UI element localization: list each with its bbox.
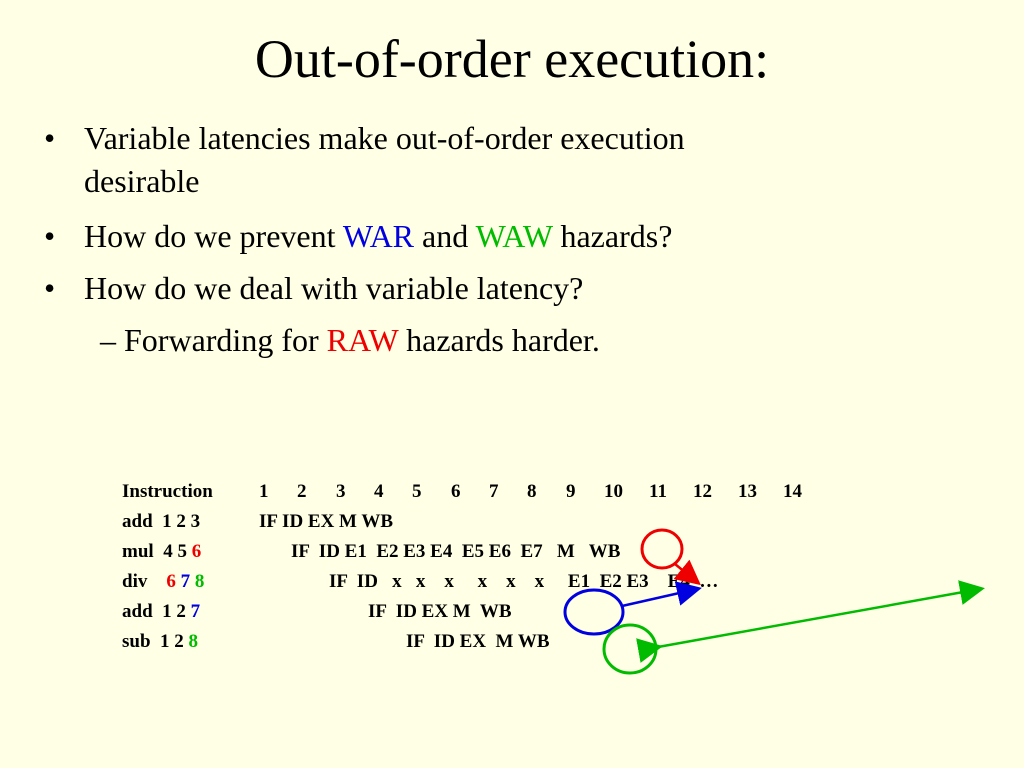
cycle-header: 10: [604, 481, 623, 502]
cycle-header: 1: [259, 481, 269, 502]
src-register: 7: [180, 571, 191, 592]
raw-keyword: RAW: [326, 322, 399, 358]
dest-register: 6: [166, 571, 176, 592]
instruction-op: div: [122, 571, 148, 592]
instruction-label: add 1 2 7: [122, 597, 200, 627]
waw-keyword: WAW: [475, 218, 553, 254]
dest-register: 8: [188, 631, 199, 652]
slide-title: Out-of-order execution:: [254, 29, 770, 89]
sub-bullet-item: – Forwarding for RAW hazards harder.: [100, 320, 600, 360]
war-hazard-circle: [563, 588, 625, 636]
bullet-2-text-post: hazards?: [552, 218, 673, 254]
cycle-header: 9: [566, 481, 576, 502]
instruction-op: mul: [122, 541, 154, 562]
instruction-label: div 6 7 8: [122, 567, 204, 597]
instruction-label: sub 1 2 8: [122, 627, 198, 657]
sub-bullet-text-post: hazards harder.: [398, 322, 600, 358]
cycle-header: 14: [783, 481, 802, 502]
raw-hazard-circle: [640, 528, 684, 570]
war-hazard-arrow: [621, 581, 702, 608]
pipeline-stages: IF ID EX M WB: [259, 511, 394, 532]
bullet-item-2: • How do we prevent WAR and WAW hazards?: [44, 216, 673, 256]
pipeline-stages: IF ID EX M WB: [406, 631, 550, 652]
instruction-regs: 4 5: [163, 541, 192, 562]
waw-hazard-circle: [602, 623, 658, 675]
pipeline-stages: IF ID E1 E2 E3 E4 E5 E6 E7 M WB: [291, 541, 621, 562]
cycle-header: 3: [336, 481, 346, 502]
header-instruction-label: Instruction: [122, 481, 213, 502]
bullet-item-1: • Variable latencies make out-of-order e…: [44, 118, 685, 158]
cycle-header: 4: [374, 481, 384, 502]
cycle-header: 7: [489, 481, 499, 502]
bullet-1-line-1: Variable latencies make out-of-order exe…: [84, 120, 685, 156]
instruction-label: add 1 2 3: [122, 507, 200, 537]
waw-hazard-arrow: [636, 580, 985, 663]
pipeline-stages: IF ID EX M WB: [368, 601, 512, 622]
instruction-op: sub: [122, 631, 151, 652]
sub-bullet-text-pre: Forwarding for: [124, 322, 327, 358]
cycle-header: 13: [738, 481, 757, 502]
instruction-regs: 1 2: [160, 631, 189, 652]
dest-register: 6: [191, 541, 202, 562]
cycle-header: 8: [527, 481, 537, 502]
dest-register: 7: [190, 601, 201, 622]
bullet-item-3: • How do we deal with variable latency?: [44, 268, 584, 308]
instruction-label: mul 4 5 6: [122, 537, 201, 567]
bullet-dot: •: [44, 270, 56, 306]
instruction-regs: 1 2 3: [162, 511, 201, 532]
cycle-header: 5: [412, 481, 422, 502]
bullet-2-text-pre: How do we prevent: [84, 218, 343, 254]
instruction-op: add: [122, 601, 153, 622]
instruction-regs: 1 2: [162, 601, 191, 622]
cycle-header: 11: [649, 481, 667, 502]
bullet-1-line-2: desirable: [84, 163, 200, 199]
bullet-dot: •: [44, 218, 56, 254]
cycle-header: 12: [693, 481, 712, 502]
cycle-header: 2: [297, 481, 307, 502]
bullet-item-1-continued: desirable: [84, 161, 200, 201]
bullet-dot: •: [44, 120, 56, 156]
bullet-3-text: How do we deal with variable latency?: [84, 270, 584, 306]
instruction-op: add: [122, 511, 153, 532]
bullet-2-text-mid: and: [414, 218, 476, 254]
sub-bullet-dash: –: [100, 322, 116, 358]
raw-hazard-arrow: [673, 559, 701, 586]
war-keyword: WAR: [342, 218, 415, 254]
cycle-header: 6: [451, 481, 461, 502]
src-register: 8: [194, 571, 205, 592]
